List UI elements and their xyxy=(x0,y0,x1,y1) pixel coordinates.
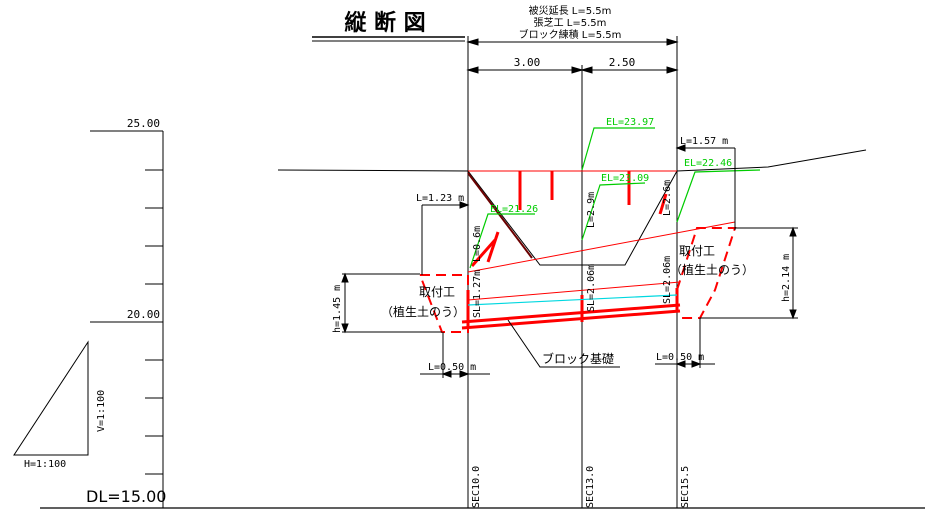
elevation-20: 20.00 xyxy=(127,308,160,321)
el-23-97: EL=23.97 xyxy=(606,117,654,128)
right-attachment-fill xyxy=(676,227,737,319)
el-23-09: EL=23.09 xyxy=(601,173,649,184)
label-sl-206b: SL=2.06m xyxy=(662,256,673,304)
dim-3-00: 3.00 xyxy=(514,56,541,69)
el-21-26: EL=21.26 xyxy=(490,204,538,215)
scale-vertical: V=1:100 xyxy=(96,390,107,432)
section-label-10: SEC10.0 xyxy=(471,466,482,508)
label-sl-206a: SL=2.06m xyxy=(586,264,597,312)
section-label-13: SEC13.0 xyxy=(585,466,596,508)
dark-slope-line xyxy=(467,172,533,259)
block-base-leader xyxy=(507,319,620,368)
drawing-title: 縦 断 図 xyxy=(344,10,425,36)
ground-profile-right xyxy=(676,149,867,172)
right-fill-label-2: （植生土のう） xyxy=(670,262,754,277)
dim-h-214 xyxy=(700,226,798,320)
dim-h-145 xyxy=(341,272,442,334)
dim-2-50: 2.50 xyxy=(609,56,636,69)
header-note-2: 張芝工 L=5.5m xyxy=(534,16,607,29)
section-label-15-5: SEC15.5 xyxy=(680,466,691,508)
cyan-line xyxy=(467,294,678,306)
left-attachment-fill xyxy=(419,274,469,333)
label-l-26: L=2.6m xyxy=(662,180,673,216)
dim-l-050-right xyxy=(655,318,715,368)
el-22-46: EL=22.46 xyxy=(684,158,732,169)
elevation-25: 25.00 xyxy=(127,117,160,130)
label-h-214: h=2.14 m xyxy=(781,254,792,302)
right-fill-label-1: 取付工 xyxy=(679,244,715,258)
label-l-050-left: L=0.50 m xyxy=(428,362,476,373)
top-dimension-split xyxy=(466,66,679,74)
red-structure xyxy=(461,170,736,330)
scale-triangle xyxy=(13,340,89,456)
left-fill-label-2: （植生土のう） xyxy=(381,304,465,319)
left-fill-label-1: 取付工 xyxy=(419,285,455,299)
elevation-scale xyxy=(90,130,164,508)
top-dimension-overall xyxy=(466,38,679,46)
label-l-123: L=1.23 m xyxy=(416,193,464,204)
header-note-1: 被災延長 L=5.5m xyxy=(529,4,612,17)
label-h-145: h=1.45 m xyxy=(332,285,343,333)
excavation-outline xyxy=(467,170,678,266)
block-base-label: ブロック基礎 xyxy=(542,351,614,366)
green-lines xyxy=(469,127,761,269)
label-l-06: L=0.6m xyxy=(472,226,483,262)
dim-l-157 xyxy=(675,144,736,230)
header-note-3: ブロック練積 L=5.5m xyxy=(519,28,622,41)
ground-profile-left xyxy=(277,169,469,172)
label-sl-127: SL=1.27m xyxy=(472,270,483,318)
label-l-157: L=1.57 m xyxy=(680,136,728,147)
datum-label: DL=15.00 xyxy=(86,487,166,506)
scale-horizontal: H=1:100 xyxy=(24,459,66,470)
dim-l-123 xyxy=(421,201,470,275)
label-l-050-right: L=0.50 m xyxy=(656,352,704,363)
label-l-29: L=2.9m xyxy=(586,192,597,228)
dim-l-050-left xyxy=(420,332,490,378)
